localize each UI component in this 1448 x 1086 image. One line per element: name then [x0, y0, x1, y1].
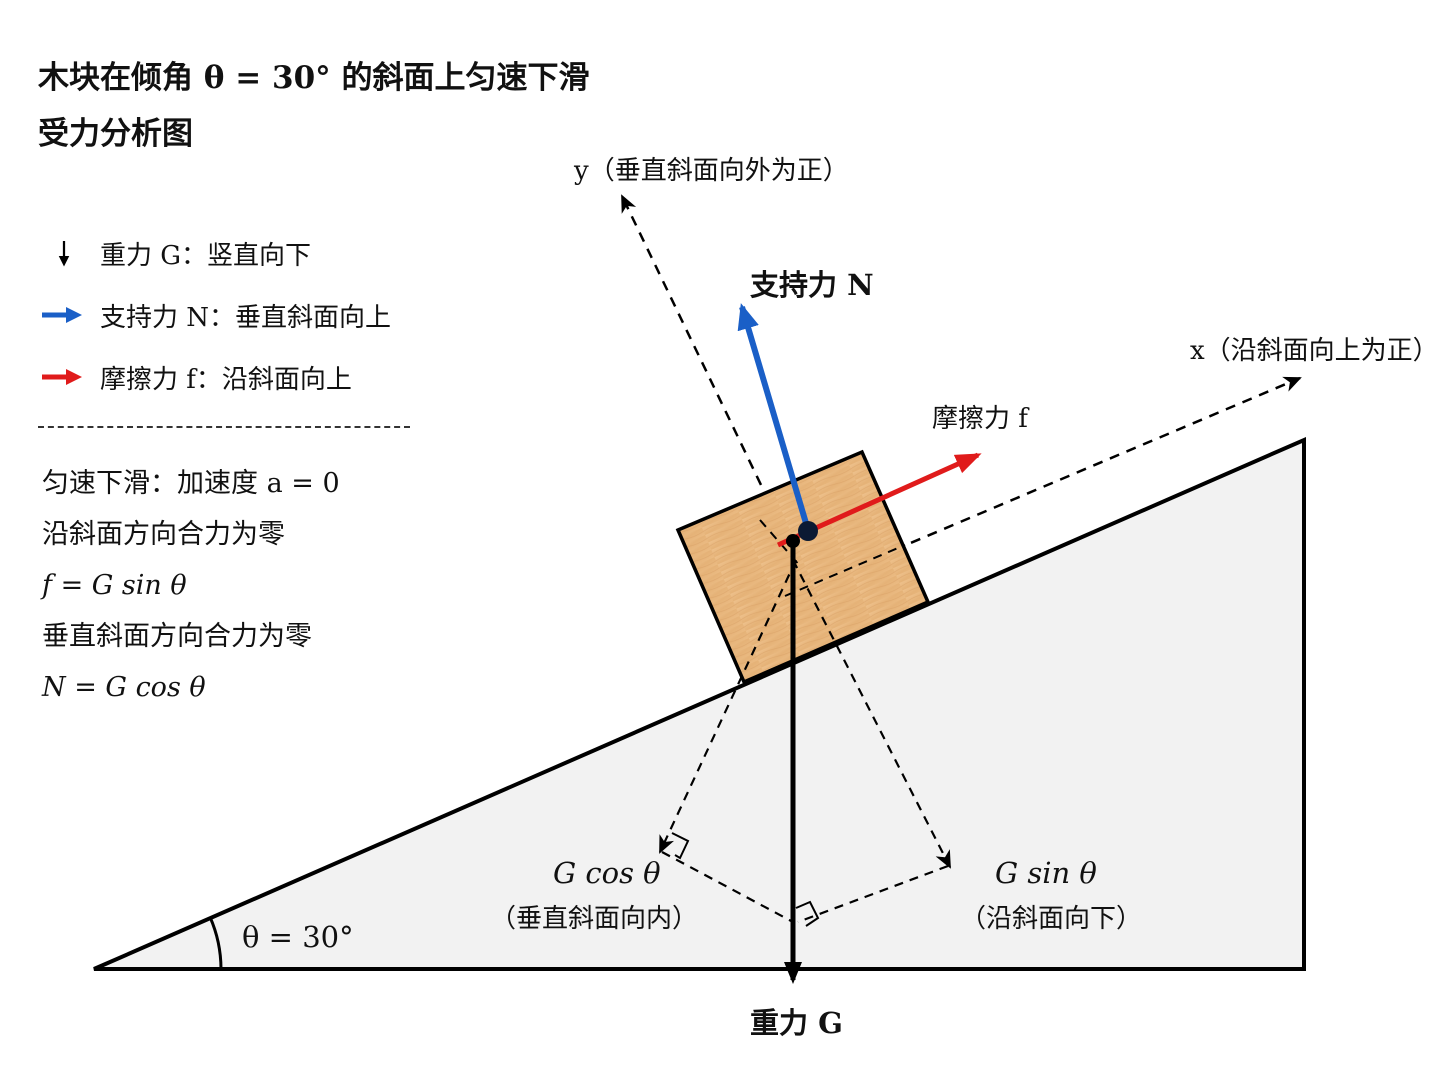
y-axis-label: y（垂直斜面向外为正）	[574, 156, 849, 186]
legend: 重力 G：竖直向下 支持力 N：垂直斜面向上 摩擦力 f：沿斜面向上	[40, 222, 391, 408]
title-line-2: 受力分析图	[38, 116, 193, 152]
legend-label-friction: 摩擦力 f：沿斜面向上	[100, 364, 352, 395]
legend-item-normal: 支持力 N：垂直斜面向上	[40, 284, 391, 346]
right-angle-mark-bottom	[795, 900, 820, 927]
note-uniform-motion: 匀速下滑：加速度 a = 0	[42, 468, 340, 499]
note-along-incline: 沿斜面方向合力为零	[42, 519, 285, 550]
gsin-description: （沿斜面向下）	[960, 904, 1143, 934]
x-axis-label: x（沿斜面向上为正）	[1190, 336, 1439, 366]
blue-right-arrow-icon	[42, 307, 82, 323]
incline-triangle	[93, 436, 1306, 971]
wooden-block	[675, 449, 931, 685]
note-normal-equation: N = G cos θ	[42, 672, 206, 703]
gcos-component-arrow	[659, 559, 797, 854]
angle-label: θ = 30°	[242, 920, 354, 954]
normal-force-arrow	[737, 303, 811, 531]
friction-label: 摩擦力 f	[932, 404, 1028, 434]
diagram-title: 木块在倾角 θ = 30° 的斜面上匀速下滑 受力分析图	[38, 50, 589, 162]
red-right-arrow-icon	[42, 369, 82, 385]
y-axis	[620, 194, 802, 567]
gravity-origin-dot	[786, 534, 800, 548]
gsin-projection-line	[797, 864, 949, 924]
note-friction-equation: f = G sin θ	[42, 570, 187, 601]
right-angle-mark-gcos	[671, 832, 690, 860]
angle-arc	[208, 916, 223, 970]
x-axis-inner	[784, 544, 906, 597]
gcos-label: G cos θ	[553, 856, 661, 890]
analysis-notes: 匀速下滑：加速度 a = 0 沿斜面方向合力为零 f = G sin θ 垂直斜…	[42, 458, 340, 713]
gsin-label: G sin θ	[995, 856, 1097, 890]
black-down-arrow-icon	[58, 241, 70, 267]
gravity-label: 重力 G	[750, 1006, 843, 1040]
legend-label-normal: 支持力 N：垂直斜面向上	[100, 302, 392, 333]
legend-label-gravity: 重力 G：竖直向下	[100, 240, 312, 271]
gcos-description: （垂直斜面向内）	[490, 904, 699, 934]
legend-item-friction: 摩擦力 f：沿斜面向上	[40, 346, 391, 408]
title-line-1: 木块在倾角 θ = 30° 的斜面上匀速下滑	[38, 60, 590, 96]
normal-force-label: 支持力 N	[750, 268, 874, 302]
legend-divider	[38, 426, 410, 428]
center-of-mass-dot	[798, 521, 818, 541]
legend-item-gravity: 重力 G：竖直向下	[40, 222, 391, 284]
gcos-projection-line	[661, 851, 794, 923]
note-perpendicular: 垂直斜面方向合力为零	[42, 621, 312, 652]
